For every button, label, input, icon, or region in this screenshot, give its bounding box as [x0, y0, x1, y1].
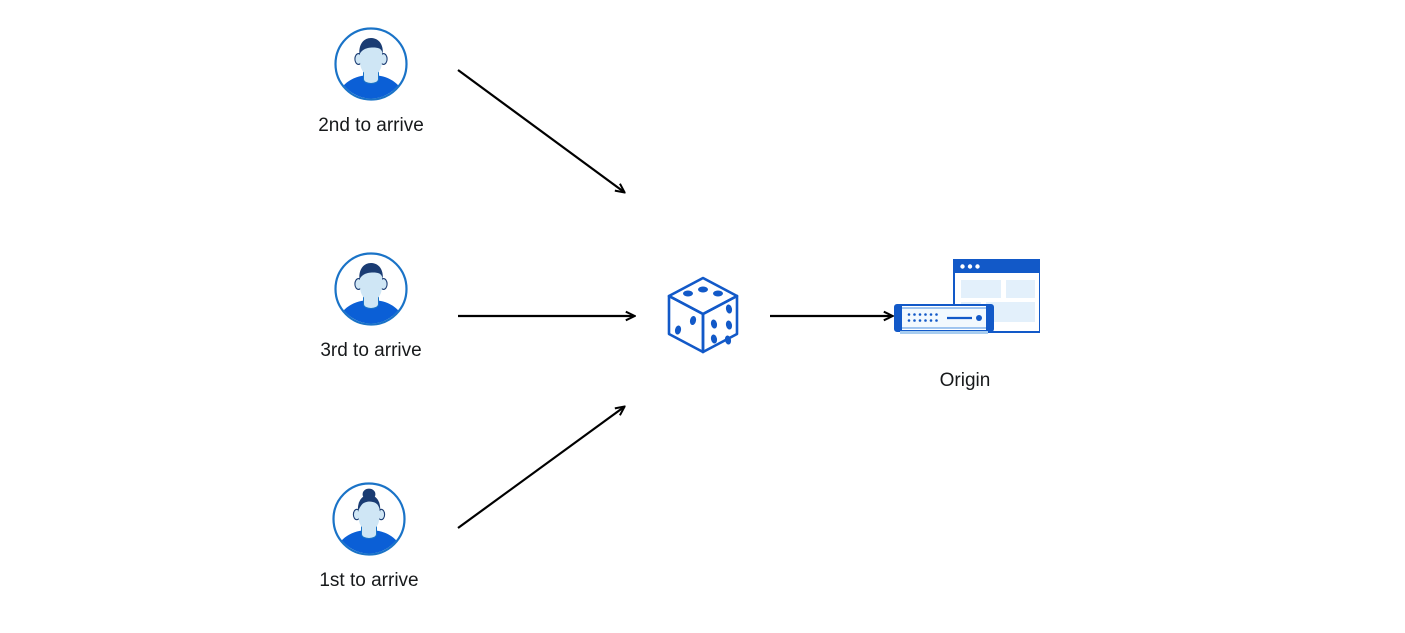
node-randomizer[interactable] — [648, 270, 758, 360]
node-client-3rd[interactable]: 3rd to arrive — [296, 251, 446, 363]
node-label-client-1st: 1st to arrive — [319, 570, 419, 591]
node-client-2nd[interactable]: 2nd to arrive — [296, 26, 446, 138]
node-origin[interactable]: Origin — [865, 255, 1065, 393]
node-client-1st[interactable]: 1st to arrive — [294, 481, 444, 593]
server-browser-icon — [894, 259, 1040, 334]
node-label-client-2nd: 2nd to arrive — [318, 115, 424, 136]
arrow-1st-to-dice — [457, 407, 624, 529]
arrow-2nd-to-dice — [457, 69, 624, 192]
server-device-icon — [894, 304, 994, 334]
user-avatar-icon — [334, 252, 408, 326]
dice-icon — [667, 276, 739, 354]
user-avatar-icon — [332, 482, 406, 556]
node-label-client-3rd: 3rd to arrive — [320, 340, 422, 361]
browser-window-icon — [953, 259, 1040, 333]
node-label-origin: Origin — [939, 370, 991, 391]
user-avatar-icon — [334, 27, 408, 101]
